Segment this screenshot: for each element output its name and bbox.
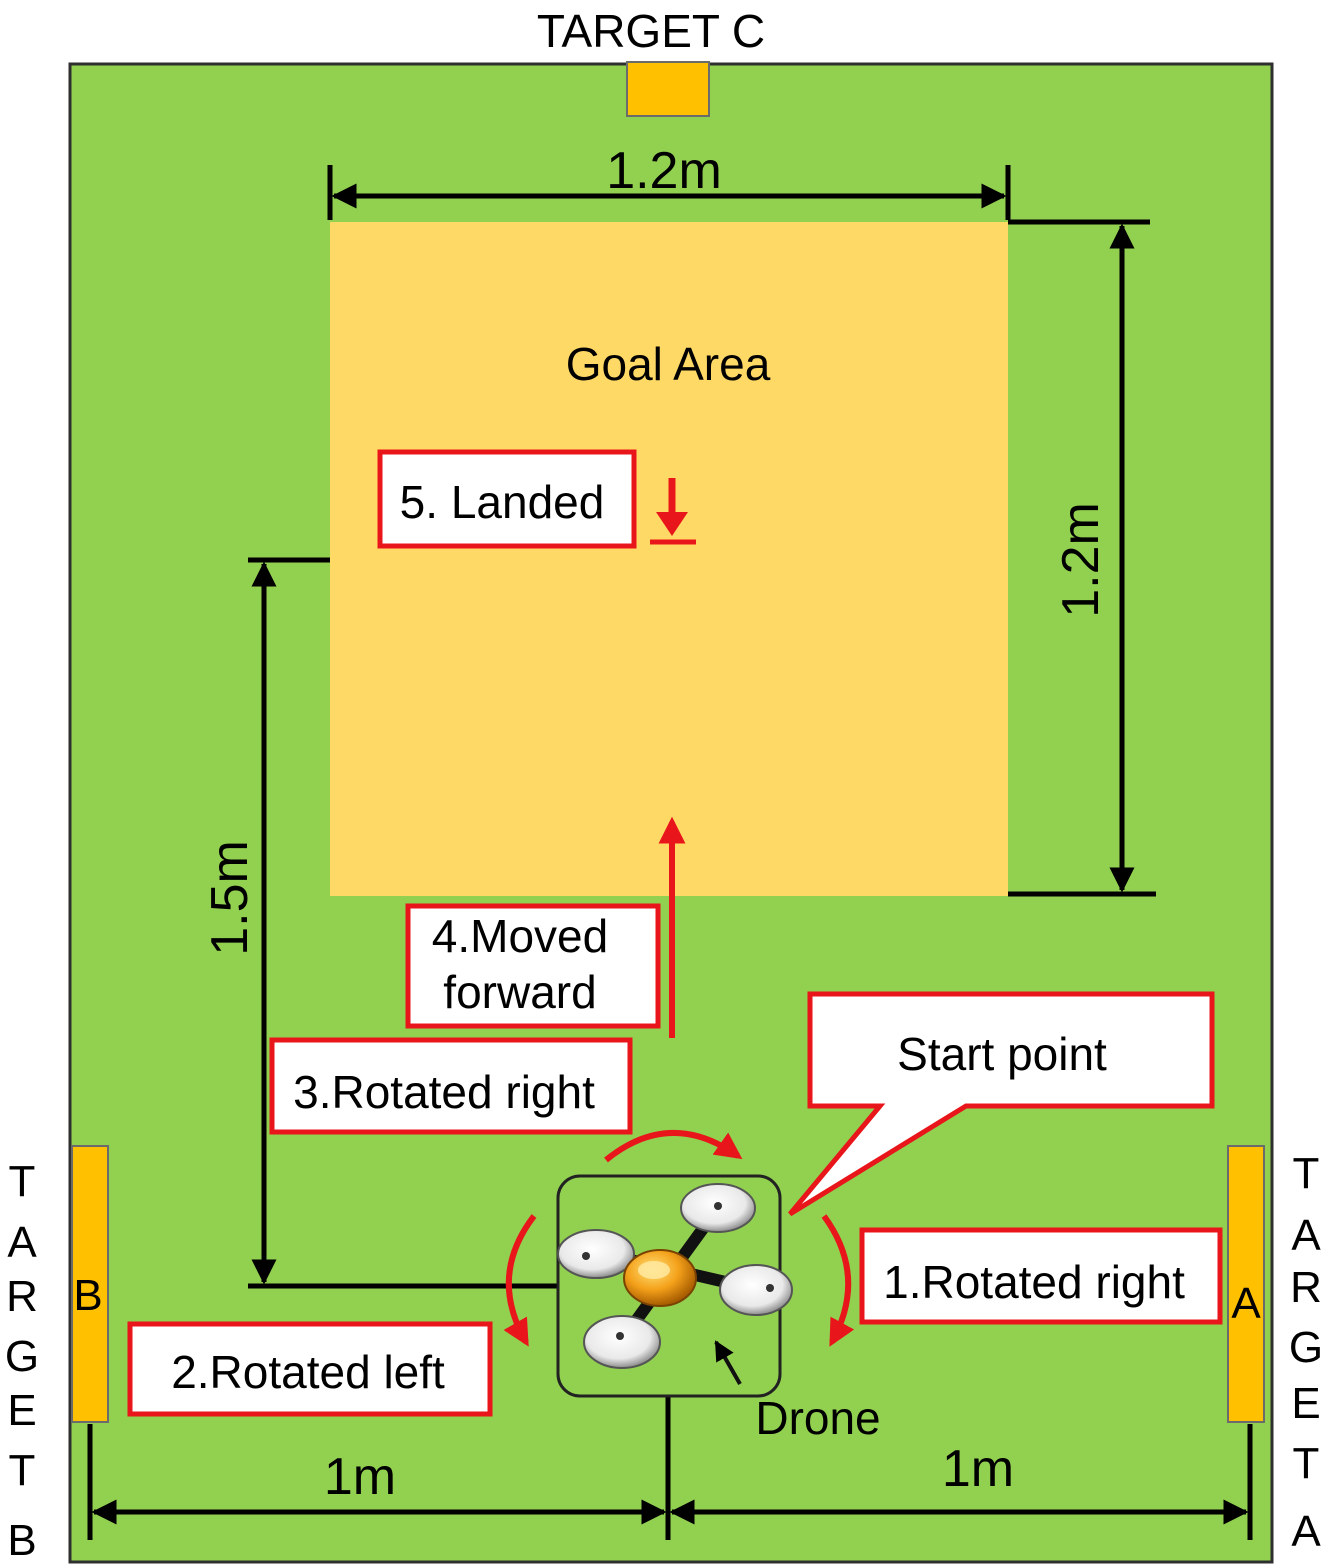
svg-text:G: G [5,1332,39,1381]
svg-text:A: A [7,1218,37,1267]
drone-pointer-arrow [714,1340,742,1385]
step-4-label-line1: 4.Moved [432,910,608,962]
drone-label: Drone [755,1392,880,1444]
svg-text:A: A [1291,1507,1321,1556]
svg-text:B: B [7,1516,36,1565]
target-c-label: TARGET C [537,5,765,57]
start-point-label: Start point [897,1028,1107,1080]
step-2-box: 2.Rotated left [127,1321,493,1417]
goal-area [330,222,1008,896]
rotate-left-2-arrow [503,1214,537,1347]
svg-text:T: T [9,1446,36,1495]
step-3-box: 3.Rotated right [269,1037,633,1135]
step-5-box: 5. Landed [377,449,637,549]
goal-height-dimension: 1.2m [1008,219,1156,897]
right-span-label: 1m [942,1440,1014,1498]
drone-icon [557,1183,793,1369]
svg-text:A: A [1291,1211,1321,1260]
step-4-box: 4.Moved forward [405,903,661,1029]
svg-text:R: R [6,1272,38,1321]
svg-text:G: G [1289,1323,1323,1372]
svg-text:T: T [9,1157,36,1206]
start-point-callout: Start point [788,991,1215,1217]
target-b-marker: B [73,1271,102,1320]
goal-area-label: Goal Area [566,338,771,390]
step-4-label-line2: forward [443,966,596,1018]
step-2-label: 2.Rotated left [171,1346,445,1398]
svg-text:T: T [1293,1439,1320,1488]
start-to-goal-label: 1.5m [201,840,259,956]
step-3-label: 3.Rotated right [293,1066,595,1118]
step-5-label: 5. Landed [400,476,605,528]
target-b-vertical-label: T A R G E T B [5,1157,39,1565]
rotate-right-1-arrow [821,1214,855,1347]
left-span-label: 1m [324,1448,396,1506]
goal-height-label: 1.2m [1052,502,1110,618]
target-c-block [626,61,710,117]
step-1-box: 1.Rotated right [859,1227,1223,1325]
rotate-right-3-arrow [604,1129,743,1163]
target-a-marker: A [1231,1279,1261,1328]
svg-text:R: R [1290,1263,1322,1312]
step-1-label: 1.Rotated right [883,1256,1185,1308]
goal-width-dimension: 1.2m [327,142,1011,220]
svg-text:E: E [7,1386,36,1435]
target-a-vertical-label: T A R G E T A [1289,1149,1323,1556]
svg-text:E: E [1291,1379,1320,1428]
landed-arrow [650,478,696,545]
svg-text:T: T [1293,1149,1320,1198]
target-b-block [71,1145,109,1423]
bottom-span-dimension: 1m 1m [87,1396,1253,1540]
goal-width-label: 1.2m [606,142,722,200]
target-a-block [1227,1145,1265,1423]
